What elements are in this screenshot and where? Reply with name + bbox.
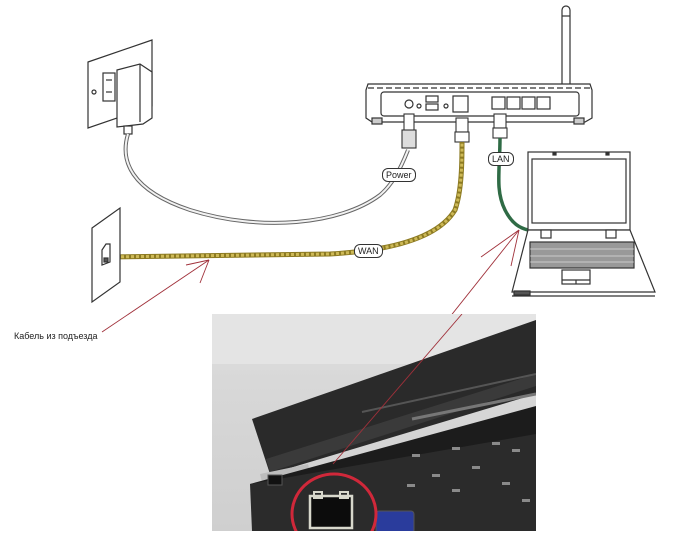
wan-cable-label: WAN [354, 244, 383, 258]
power-cable-label: Power [382, 168, 416, 182]
router-icon [365, 5, 593, 125]
power-adapter-icon [87, 39, 153, 135]
laptop-icon [511, 151, 656, 297]
inset-photo [212, 314, 536, 531]
incoming-cable-caption: Кабель из подъезда [14, 331, 98, 341]
lan-cable-label: LAN [488, 152, 514, 166]
wan-cable [105, 141, 465, 260]
wall-jack-icon [91, 206, 121, 304]
power-cable [123, 133, 410, 225]
